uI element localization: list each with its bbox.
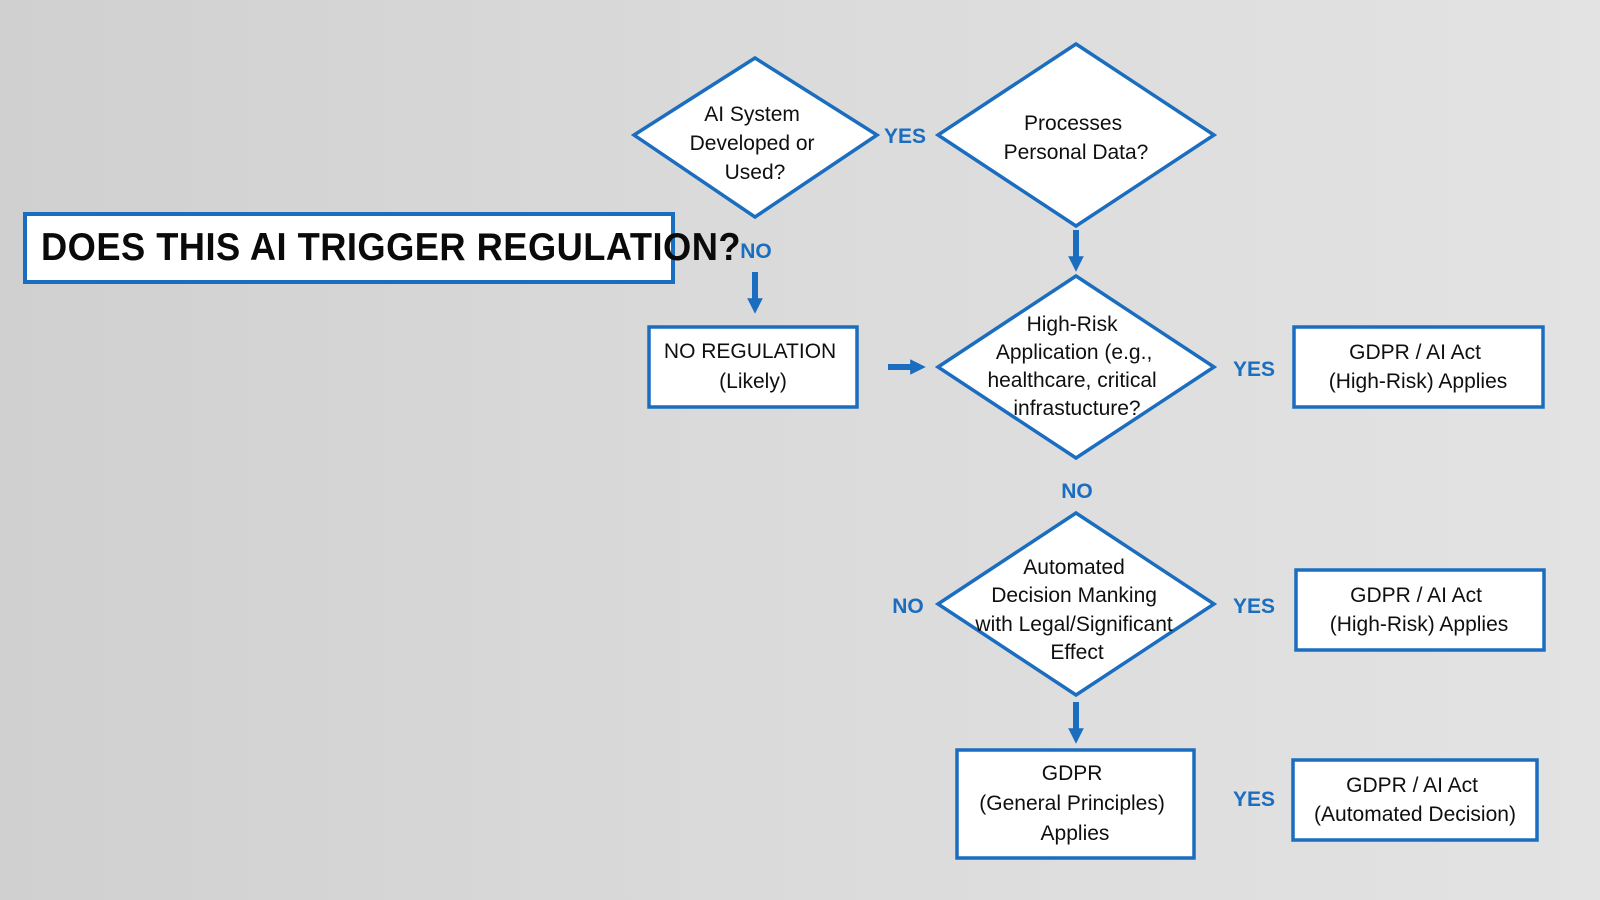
edge-label-ai-system-no: NO bbox=[740, 240, 772, 263]
edge-label-automated-yes: YES bbox=[1233, 595, 1275, 618]
box-gdpr-ai-act-high-risk-2 bbox=[1294, 568, 1546, 652]
box-gdpr-general bbox=[955, 748, 1196, 860]
edge-label-high-risk-no: NO bbox=[1061, 480, 1093, 503]
edge-label-general-yes: YES bbox=[1233, 788, 1275, 811]
diagram-title: DOES THIS AI TRIGGER REGULATION? bbox=[41, 226, 741, 269]
node-label-ai-system: AI System Developed or Used? bbox=[690, 103, 821, 184]
decision-personal-data bbox=[934, 41, 1218, 229]
box-no-regulation bbox=[647, 325, 859, 409]
node-label-high-risk: High-Risk Application (e.g., healthcare,… bbox=[987, 313, 1162, 420]
node-label-gdpr-ai-act-high-risk-1: GDPR / AI Act (High-Risk) Applies bbox=[1329, 341, 1508, 393]
box-gdpr-ai-act-automated bbox=[1291, 758, 1539, 842]
node-label-gdpr-ai-act-high-risk-2: GDPR / AI Act (High-Risk) Applies bbox=[1330, 584, 1509, 636]
decision-automated-decision bbox=[934, 510, 1218, 698]
edge-label-high-risk-yes: YES bbox=[1233, 358, 1275, 381]
decision-high-risk bbox=[934, 273, 1218, 461]
edge-label-ai-system-yes: YES bbox=[884, 125, 926, 148]
box-gdpr-ai-act-high-risk-1 bbox=[1292, 325, 1545, 409]
title-box: DOES THIS AI TRIGGER REGULATION? bbox=[23, 212, 741, 284]
decision-ai-system bbox=[630, 55, 881, 220]
node-label-automated-decision: Automated Decision Manking with Legal/Si… bbox=[974, 556, 1178, 664]
node-label-gdpr-general: GDPR (General Principles) Applies bbox=[979, 762, 1170, 845]
node-label-no-regulation: NO REGULATION (Likely) bbox=[664, 340, 842, 393]
node-label-personal-data: Processes Personal Data? bbox=[1004, 112, 1149, 164]
edge-label-automated-no: NO bbox=[892, 595, 924, 618]
node-label-gdpr-ai-act-automated: GDPR / AI Act (Automated Decision) bbox=[1314, 774, 1516, 826]
